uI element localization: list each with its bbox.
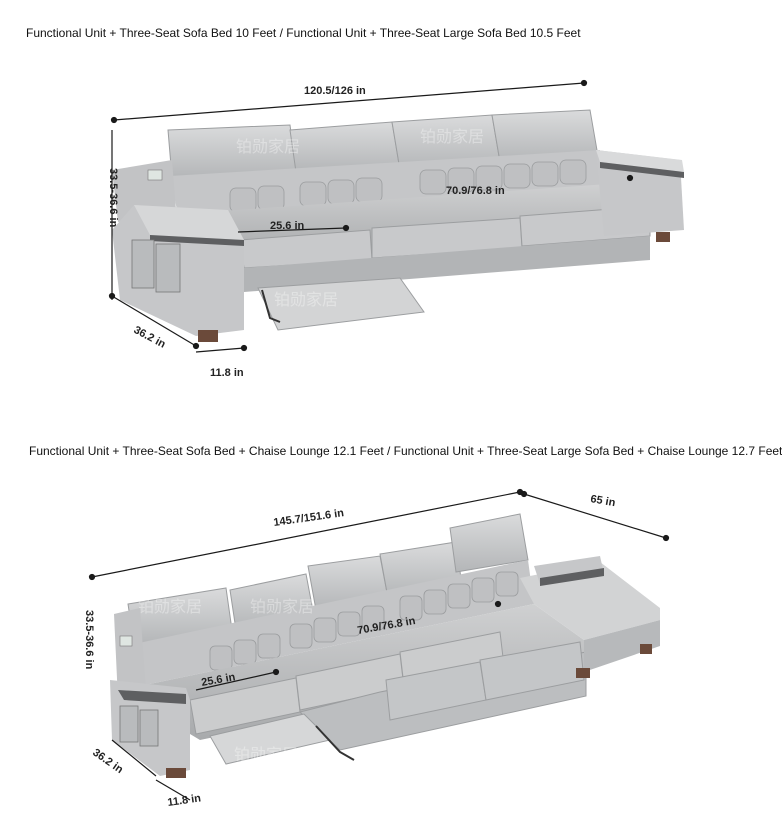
seat-depth-label: 25.6 in — [270, 220, 305, 232]
seat-depth-label: 25.6 in — [200, 671, 236, 689]
chaise-label: 65 in — [589, 493, 616, 509]
depth-dimension-line — [111, 295, 197, 347]
dimension-end-dot — [272, 668, 280, 676]
seat-depth-dimension-line — [195, 671, 277, 691]
watermark-text: 铂勋家居 — [138, 597, 202, 616]
dimension-end-dot — [342, 224, 350, 232]
watermark-text: 铂勋家居 — [274, 290, 338, 309]
dimension-end-dot — [110, 116, 118, 124]
width-dimension-line — [91, 491, 521, 578]
extension-label: 11.8 in — [167, 792, 202, 809]
caption-top: Functional Unit + Three-Seat Sofa Bed 10… — [26, 26, 581, 40]
depth-label: 36.2 in — [132, 324, 168, 351]
depth-label: 36.2 in — [90, 747, 125, 777]
watermark-text: 铂勋家居 — [234, 745, 298, 764]
watermark-text: 铂勋家居 — [236, 137, 300, 156]
caption-bottom: Functional Unit + Three-Seat Sofa Bed + … — [29, 444, 782, 458]
watermark-text: 铂勋家居 — [250, 597, 314, 616]
dimension-end-dot — [580, 79, 588, 87]
height-label: 33.5-36.6 in — [107, 168, 119, 228]
dimension-end-dot — [520, 490, 528, 498]
extension-dimension-line — [195, 347, 245, 353]
seat-width-label: 70.9/76.8 in — [446, 185, 505, 197]
dimension-end-dot — [108, 292, 116, 300]
sofa-1-illustration: 铂勋家居 铂勋家居 铂勋家居 120.5/126 in 33.5-36.6 in… — [107, 79, 684, 379]
dimension-end-dot — [626, 174, 634, 182]
chaise-dimension-line — [523, 493, 667, 539]
width-label: 145.7/151.6 in — [273, 507, 345, 529]
dimension-end-dot — [240, 344, 248, 352]
height-label: 33.5-36.6 in — [83, 610, 95, 670]
width-dimension-line — [113, 82, 585, 121]
seat-depth-dimension-line — [237, 227, 347, 233]
dimension-end-dot — [662, 534, 670, 542]
sofa-2-illustration: 铂勋家居 铂勋家居 铂勋家居 145.7/151.6 in 65 in 33.5… — [83, 488, 670, 809]
extension-label: 11.8 in — [210, 367, 244, 379]
width-label: 120.5/126 in — [304, 85, 366, 97]
depth-dimension-line — [111, 739, 157, 777]
dimension-end-dot — [494, 600, 502, 608]
watermark-text: 铂勋家居 — [420, 127, 484, 146]
dimension-end-dot — [88, 573, 96, 581]
dimension-end-dot — [192, 342, 200, 350]
extension-dimension-line — [155, 779, 191, 801]
